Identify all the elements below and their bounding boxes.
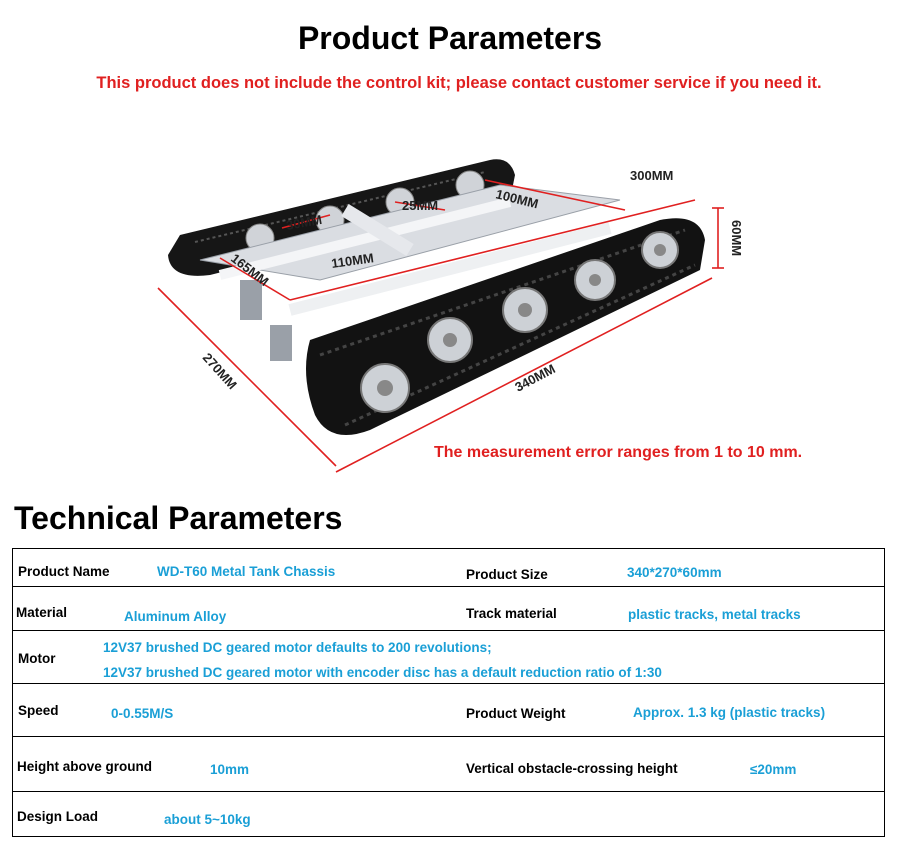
spec-label: Product Name (18, 564, 110, 579)
table-row: Material Aluminum Alloy Track material p… (12, 587, 885, 631)
table-row: Speed 0-0.55M/S Product Weight Approx. 1… (12, 684, 885, 737)
chassis-dimension-diagram: 300MM 60MM 100MM 25MM 30MM 110MM 165MM 2… (157, 159, 744, 473)
spec-value: 340*270*60mm (627, 565, 722, 580)
aluminum-frame (199, 184, 621, 361)
dim-340mm: 340MM (512, 361, 557, 395)
spec-label: Vertical obstacle-crossing height (466, 761, 678, 776)
spec-value: 12V37 brushed DC geared motor with encod… (103, 665, 662, 680)
spec-value: about 5~10kg (164, 812, 251, 827)
dim-110mm: 110MM (330, 250, 374, 271)
table-row: Design Load about 5~10kg (12, 792, 885, 837)
control-kit-notice: This product does not include the contro… (96, 74, 822, 92)
table-row: Product Name WD-T60 Metal Tank Chassis P… (12, 549, 885, 587)
dim-270mm: 270MM (200, 350, 240, 392)
dimension-lines (157, 179, 724, 473)
dim-300mm: 300MM (630, 168, 673, 183)
spec-value: 12V37 brushed DC geared motor defaults t… (103, 640, 492, 655)
spec-label: Speed (18, 703, 59, 718)
dim-30mm: 30MM (285, 212, 323, 233)
technical-parameters-title: Technical Parameters (14, 500, 343, 536)
dim-25mm: 25MM (402, 198, 438, 213)
spec-label: Material (16, 605, 68, 620)
spec-table: Product Name WD-T60 Metal Tank Chassis P… (12, 548, 885, 837)
spec-label: Product Weight (466, 706, 566, 721)
spec-value: Approx. 1.3 kg (plastic tracks) (633, 705, 826, 720)
spec-value: WD-T60 Metal Tank Chassis (157, 564, 336, 579)
spec-label: Design Load (17, 809, 99, 824)
table-row: Height above ground 10mm Vertical obstac… (12, 737, 885, 792)
spec-value: Aluminum Alloy (124, 609, 227, 624)
spec-value: plastic tracks, metal tracks (628, 607, 801, 622)
dim-60mm: 60MM (729, 220, 744, 256)
measurement-error-note: The measurement error ranges from 1 to 1… (434, 444, 803, 461)
table-row: Motor 12V37 brushed DC geared motor defa… (12, 631, 885, 684)
spec-label: Height above ground (17, 759, 152, 774)
page-title: Product Parameters (297, 20, 603, 56)
spec-value: ≤20mm (750, 762, 797, 777)
spec-value: 0-0.55M/S (111, 706, 174, 721)
front-track (306, 218, 705, 435)
spec-value: 10mm (210, 762, 250, 777)
spec-label: Motor (18, 651, 56, 666)
spec-label: Track material (466, 606, 557, 621)
spec-label: Product Size (466, 567, 548, 582)
